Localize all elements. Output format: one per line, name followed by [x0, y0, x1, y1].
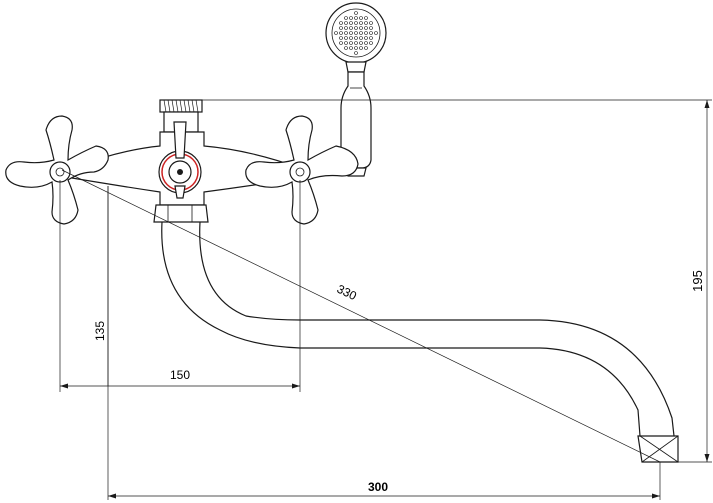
hand-shower [325, 2, 387, 177]
nozzle-hole [349, 26, 353, 30]
nozzle-hole [359, 31, 363, 35]
spout-outer-edge [161, 221, 641, 437]
nozzle-hole [359, 46, 363, 50]
shower-head-inner [331, 8, 381, 58]
dim-label-150: 150 [170, 368, 190, 382]
nozzle-hole [339, 21, 343, 25]
dim-label-330: 330 [335, 282, 359, 304]
nozzle-hole [364, 26, 368, 30]
nozzle-hole [374, 31, 378, 35]
spout [161, 221, 679, 463]
nozzle-hole [349, 46, 353, 50]
nozzle-hole [354, 31, 358, 35]
nozzle-hole [354, 26, 358, 30]
thread-ridge [187, 99, 191, 113]
shower-head-nozzles [334, 11, 378, 55]
nozzle-hole [349, 21, 353, 25]
dim-label-135: 135 [93, 321, 107, 341]
nozzle-hole [369, 41, 373, 45]
left-handle-screw [55, 167, 65, 177]
thread-ridge [195, 99, 199, 113]
right-handle-screw [295, 167, 305, 177]
nozzle-hole [364, 36, 368, 40]
nozzle-hole [349, 41, 353, 45]
nozzle-hole [339, 41, 343, 45]
nozzle-hole [359, 26, 363, 30]
nozzle-hole [344, 36, 348, 40]
shower-neck [345, 61, 367, 73]
nozzle-hole [339, 26, 343, 30]
thread-ridge [167, 99, 171, 113]
nozzle-hole [344, 21, 348, 25]
dim-line-330 [61, 169, 661, 463]
nozzle-hole [339, 36, 343, 40]
nozzle-hole [359, 41, 363, 45]
nozzle-hole [354, 46, 358, 50]
diverter-lever [173, 121, 187, 159]
nozzle-hole [349, 16, 353, 20]
nozzle-hole [354, 16, 358, 20]
nozzle-hole [354, 36, 358, 40]
aerator-cross [639, 435, 679, 463]
nozzle-hole [364, 31, 368, 35]
nozzle-hole [369, 31, 373, 35]
nozzle-hole [369, 26, 373, 30]
nut-facets [167, 205, 193, 222]
nozzle-hole [359, 36, 363, 40]
thread-ridge [179, 99, 183, 113]
thread-ridge [171, 99, 175, 113]
shower-head-outer [325, 2, 387, 64]
nozzle-hole [359, 21, 363, 25]
nozzle-hole [354, 51, 358, 55]
thread-ridge [191, 99, 195, 113]
nozzle-hole [344, 46, 348, 50]
nozzle-hole [344, 26, 348, 30]
right-handle-hub [289, 161, 311, 183]
thread-ridge [183, 99, 187, 113]
thread-ridge [163, 99, 167, 113]
dim-label-195: 195 [690, 270, 705, 292]
diverter-center [177, 169, 183, 175]
left-handle-hub [49, 161, 71, 183]
dim-label-300: 300 [368, 480, 388, 494]
nozzle-hole [364, 41, 368, 45]
nozzle-hole [354, 41, 358, 45]
nozzle-hole [364, 16, 368, 20]
nozzle-hole [334, 31, 338, 35]
nozzle-hole [364, 21, 368, 25]
spout-inner-edge [199, 221, 675, 437]
left-cross-handle [5, 115, 109, 225]
nozzle-hole [344, 31, 348, 35]
nozzle-hole [369, 36, 373, 40]
thread-ridges [163, 99, 199, 113]
diverter-stem [174, 185, 186, 199]
nozzle-hole [369, 21, 373, 25]
nozzle-hole [354, 11, 358, 15]
nozzle-hole [354, 21, 358, 25]
nozzle-hole [359, 16, 363, 20]
nozzle-hole [349, 36, 353, 40]
nozzle-hole [349, 31, 353, 35]
nozzle-hole [344, 41, 348, 45]
nozzle-hole [344, 16, 348, 20]
nozzle-hole [339, 31, 343, 35]
spout-nut [153, 204, 209, 223]
nozzle-hole [364, 46, 368, 50]
thread-ridge [175, 99, 179, 113]
